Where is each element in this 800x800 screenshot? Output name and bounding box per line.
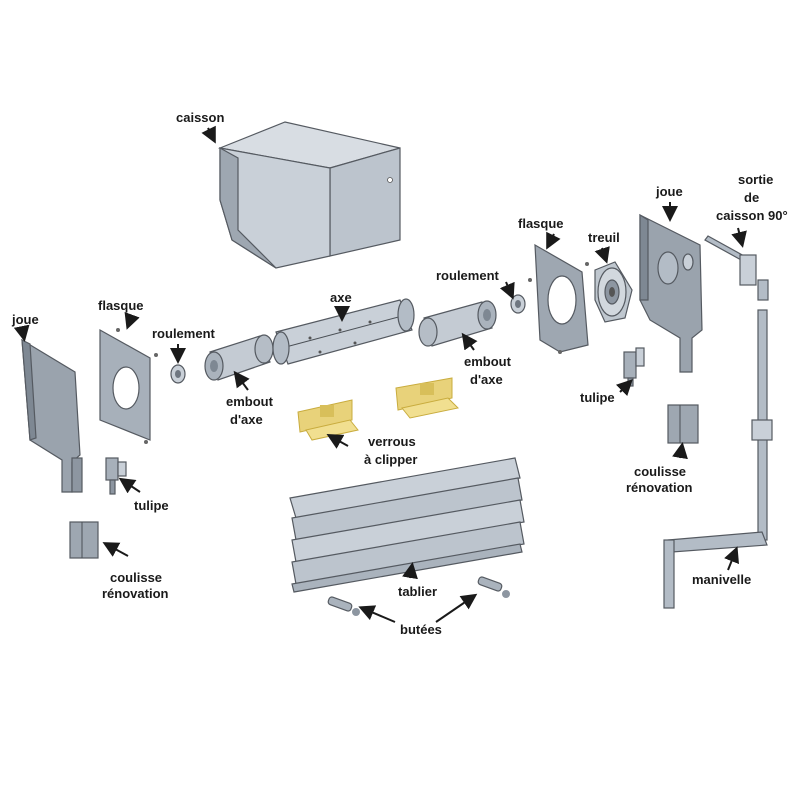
joue-right xyxy=(639,213,703,373)
label-verrous-2: à clipper xyxy=(364,452,417,467)
label-manivelle: manivelle xyxy=(692,572,751,587)
butee-right xyxy=(477,576,510,598)
label-joue-left: joue xyxy=(11,312,39,327)
label-verrous-1: verrous xyxy=(368,434,416,449)
label-roulement-right: roulement xyxy=(436,268,500,283)
label-coulisse-right-1: coulisse xyxy=(634,464,686,479)
tablier-slats xyxy=(289,457,525,593)
embout-right xyxy=(418,300,497,347)
manivelle-crank xyxy=(663,309,773,609)
label-flasque-right: flasque xyxy=(518,216,564,231)
roulement-left xyxy=(170,364,186,384)
coulisse-left xyxy=(69,521,99,559)
label-coulisse-right-2: rénovation xyxy=(626,480,693,495)
label-caisson: caisson xyxy=(176,110,224,125)
verrou-left xyxy=(297,399,359,441)
tulipe-right xyxy=(623,347,645,387)
coulisse-right xyxy=(667,404,699,444)
label-sortie-3: caisson 90° xyxy=(716,208,788,223)
label-arrows xyxy=(13,125,747,623)
label-embout-left-1: embout xyxy=(226,394,274,409)
label-tulipe-right: tulipe xyxy=(580,390,615,405)
butee-left xyxy=(327,596,360,616)
flasque-left xyxy=(99,328,158,444)
label-flasque-left: flasque xyxy=(98,298,144,313)
joue-left xyxy=(21,338,83,493)
embout-left xyxy=(204,334,274,381)
flasque-right xyxy=(528,243,589,354)
axe-tube xyxy=(272,298,415,365)
tulipe-left xyxy=(105,457,127,495)
label-embout-right-2: d'axe xyxy=(470,372,503,387)
label-butees: butées xyxy=(400,622,442,637)
sortie-caisson xyxy=(704,235,769,301)
label-coulisse-left-1: coulisse xyxy=(110,570,162,585)
treuil-gear xyxy=(594,261,633,323)
label-tablier: tablier xyxy=(398,584,437,599)
label-axe: axe xyxy=(330,290,352,305)
label-tulipe-left: tulipe xyxy=(134,498,169,513)
verrou-right xyxy=(395,377,460,419)
label-sortie-1: sortie xyxy=(738,172,773,187)
label-embout-right-1: embout xyxy=(464,354,512,369)
label-embout-left-2: d'axe xyxy=(230,412,263,427)
label-joue-right: joue xyxy=(655,184,683,199)
label-roulement-left: roulement xyxy=(152,326,216,341)
roulement-right xyxy=(510,294,526,314)
label-coulisse-left-2: rénovation xyxy=(102,586,169,601)
label-treuil: treuil xyxy=(588,230,620,245)
label-sortie-2: de xyxy=(744,190,759,205)
caisson-box xyxy=(217,121,401,269)
